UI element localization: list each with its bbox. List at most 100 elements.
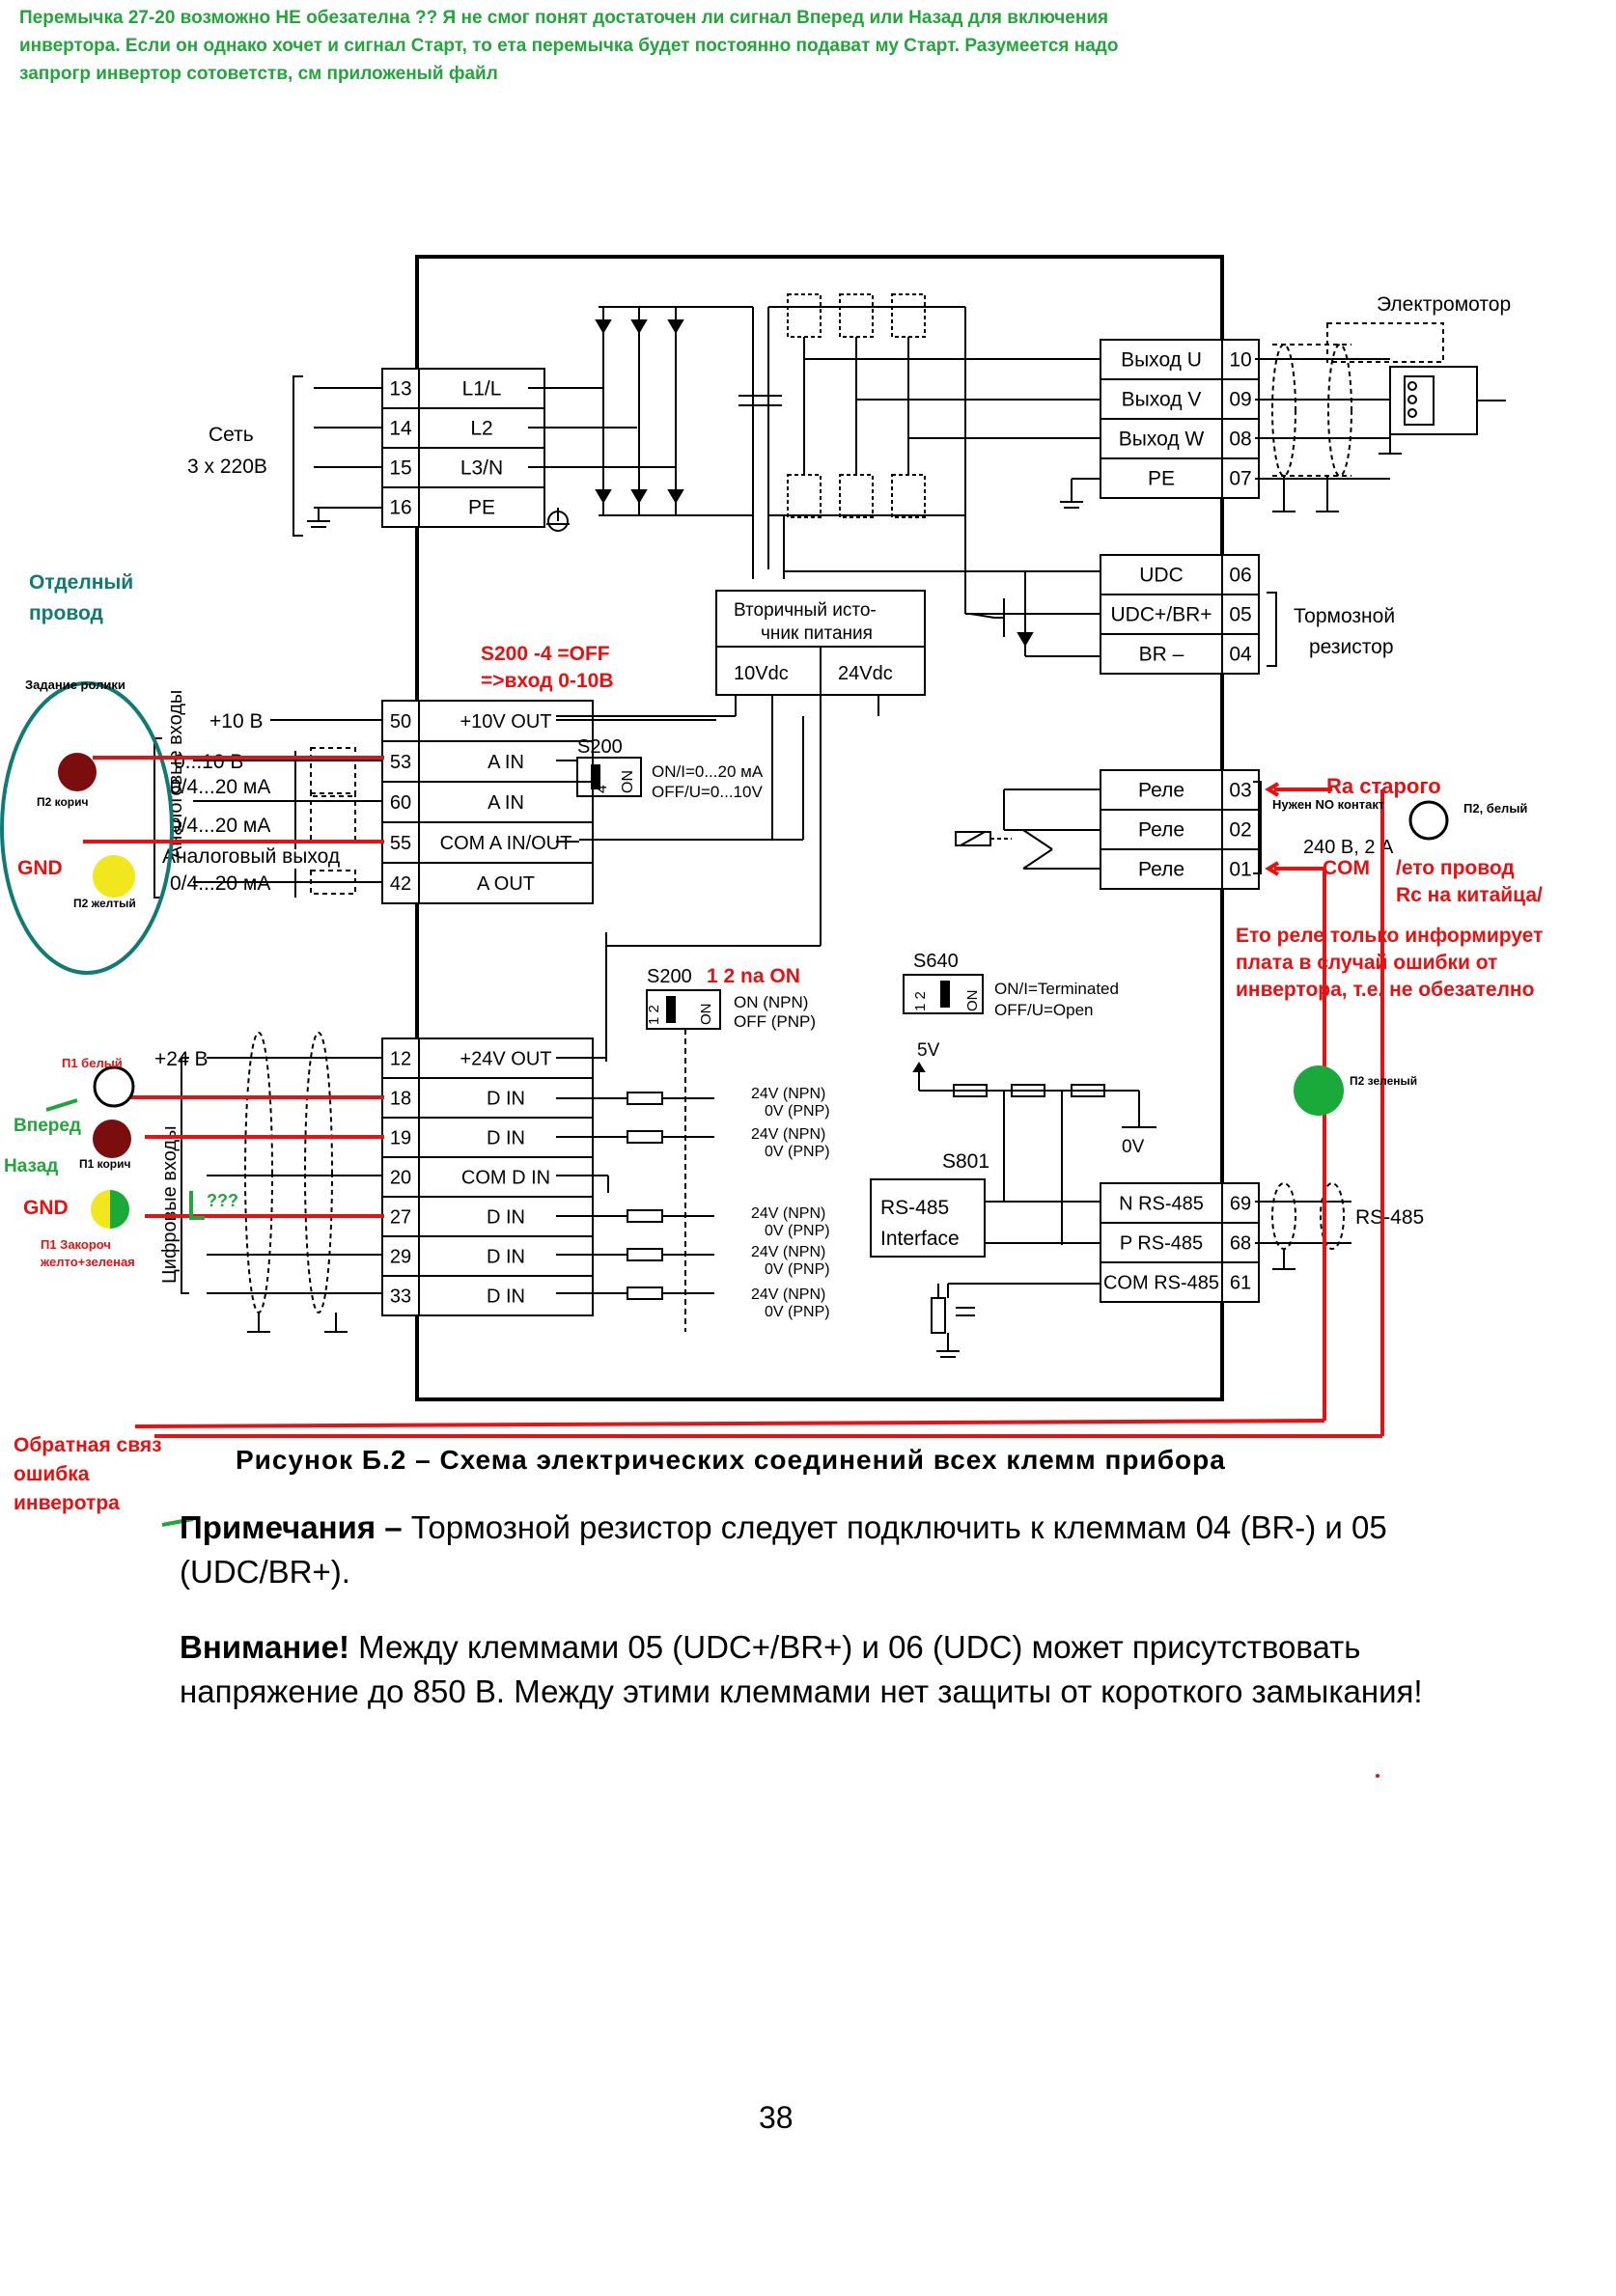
terminal-label: BR –: [1139, 644, 1184, 666]
pnp-5: 0V (PNP): [765, 1304, 830, 1320]
p1-green-half: [110, 1190, 129, 1229]
p1-white-dot: [93, 1065, 135, 1108]
p1-white-label: П1 белый: [62, 1056, 123, 1070]
terminal-label: Выход U: [1121, 349, 1202, 372]
s200-label: S200: [577, 736, 623, 758]
brake-label-1: Тормозной: [1294, 605, 1395, 627]
s640-on: ON: [964, 990, 981, 1012]
brake-bracket: [1267, 592, 1277, 667]
warning-paragraph: Внимание! Между клеммами 05 (UDC+/BR+) и…: [180, 1625, 1531, 1714]
s200b-12: 1 2: [646, 1005, 662, 1025]
pnp-2: 0V (PNP): [765, 1144, 830, 1160]
s200-off-note-2: =>вход 0-10В: [481, 670, 614, 692]
need-no-label: Нужен NO контакт: [1272, 797, 1384, 812]
warning-bold: Внимание!: [180, 1629, 349, 1665]
terminal-55: 55 COM A IN/OUT: [381, 821, 594, 864]
feedback-1: Обратная связ: [14, 1434, 162, 1456]
npn-2: 24V (NPN): [751, 1126, 825, 1143]
terminal-number: 07: [1229, 468, 1251, 490]
s640-switch: [903, 974, 984, 1014]
terminal-number: 50: [390, 711, 411, 733]
gnd-digital-label: GND: [23, 1197, 69, 1219]
terminal-label: D IN: [487, 1247, 525, 1268]
pnp-4: 0V (PNP): [765, 1261, 830, 1278]
terminal-number: 55: [390, 833, 411, 854]
terminal-number: 06: [1229, 565, 1251, 587]
rc-wire-2: Rc на китайца/: [1396, 884, 1543, 906]
annotation-green-marks: [45, 1098, 205, 1527]
terminal-07: 07 PE: [1100, 457, 1260, 499]
terminal-68: 68 P RS-485: [1100, 1222, 1260, 1263]
p1-short-1: П1 Закороч: [41, 1237, 111, 1252]
p2-yellow-label: П2 желтый: [73, 897, 136, 910]
feedback-2: ошибка: [14, 1463, 90, 1485]
mains-group: [293, 375, 570, 537]
terminal-label: Реле: [1138, 780, 1184, 802]
terminal-label: COM A IN/OUT: [440, 833, 572, 854]
terminal-60: 60 A IN: [381, 781, 594, 823]
s640-12: 1 2: [912, 991, 929, 1011]
terminal-number: 04: [1229, 644, 1252, 666]
s200-12-on-note: 1 2 na ON: [707, 965, 800, 987]
range-3: 0/4...20 мА: [170, 815, 270, 837]
terminal-number: 33: [390, 1286, 411, 1308]
terminal-label: D IN: [487, 1128, 525, 1149]
top-note: Перемычка 27-20 возможно НЕ обезателна ?…: [19, 8, 1119, 84]
rs-interface-1: RS-485: [880, 1197, 949, 1219]
note-paragraph: Примечания – Тормозной резистор следует …: [180, 1506, 1531, 1594]
relay-note-3: инвертора, т.е. не обезателно: [1236, 979, 1534, 1001]
v0-label: 0V: [1122, 1137, 1145, 1157]
secondary-psu: [556, 590, 926, 1062]
forward-label: Вперед: [14, 1116, 81, 1136]
s200-opt-1: ON/I=0...20 мА: [652, 762, 764, 781]
terminal-label: A OUT: [477, 873, 535, 895]
roller-setting: Задание ролики: [25, 678, 125, 692]
terminal-number: 16: [389, 497, 411, 519]
terminal-number: 15: [389, 457, 411, 480]
terminal-number: 20: [390, 1168, 411, 1189]
terminal-number: 42: [390, 873, 411, 895]
terminal-label: P RS-485: [1120, 1233, 1203, 1255]
terminal-number: 68: [1230, 1233, 1251, 1255]
analog-wiring: [153, 719, 716, 899]
range-2: 0/4...20 мА: [170, 776, 270, 798]
terminal-label: A IN: [488, 792, 524, 814]
stray-red-dot: [1376, 1774, 1379, 1778]
terminal-number: 60: [390, 792, 411, 814]
terminal-69: 69N RS-485: [1100, 1182, 1260, 1224]
feedback-3: инверотра: [14, 1492, 120, 1514]
separate-wire-1: Отделный: [29, 571, 133, 594]
terminal-number: 53: [390, 752, 411, 773]
com-label: COM: [1323, 857, 1370, 879]
terminal-label: Реле: [1138, 859, 1184, 881]
rectifier-bridge: [528, 306, 782, 579]
analog-highlight-ellipse: [0, 681, 174, 975]
note-bold: Примечания –: [180, 1509, 403, 1545]
analog-out-label: Аналоговый выход: [162, 845, 340, 868]
psu-label-1: Вторичный исто-: [734, 600, 877, 621]
ra-old-label: Ra старого: [1326, 774, 1441, 798]
s640-opt-2: OFF/U=Open: [994, 1001, 1094, 1019]
relay-contacts: [955, 781, 1262, 874]
p1-short-2: желто+зеленая: [40, 1255, 135, 1269]
p2-green-label: П2 зеленый: [1350, 1074, 1417, 1088]
npn-5: 24V (NPN): [751, 1286, 825, 1303]
terminal-label: PE: [1148, 468, 1175, 490]
rs485-wiring: [870, 1062, 1351, 1358]
note-text: Тормозной резистор следует подключить к …: [180, 1509, 1387, 1590]
p2-white-label: П2, белый: [1463, 801, 1527, 816]
terminal-number: 10: [1229, 349, 1251, 372]
terminal-label: Реле: [1138, 819, 1184, 842]
terminal-label: COM RS-485: [1103, 1273, 1219, 1294]
terminal-number: 18: [390, 1089, 411, 1110]
terminal-number: 19: [390, 1128, 411, 1149]
p1-brown-dot: [93, 1120, 131, 1158]
psu-label-2: чник питания: [761, 623, 873, 644]
mains-label-2: 3 х 220В: [187, 456, 267, 478]
